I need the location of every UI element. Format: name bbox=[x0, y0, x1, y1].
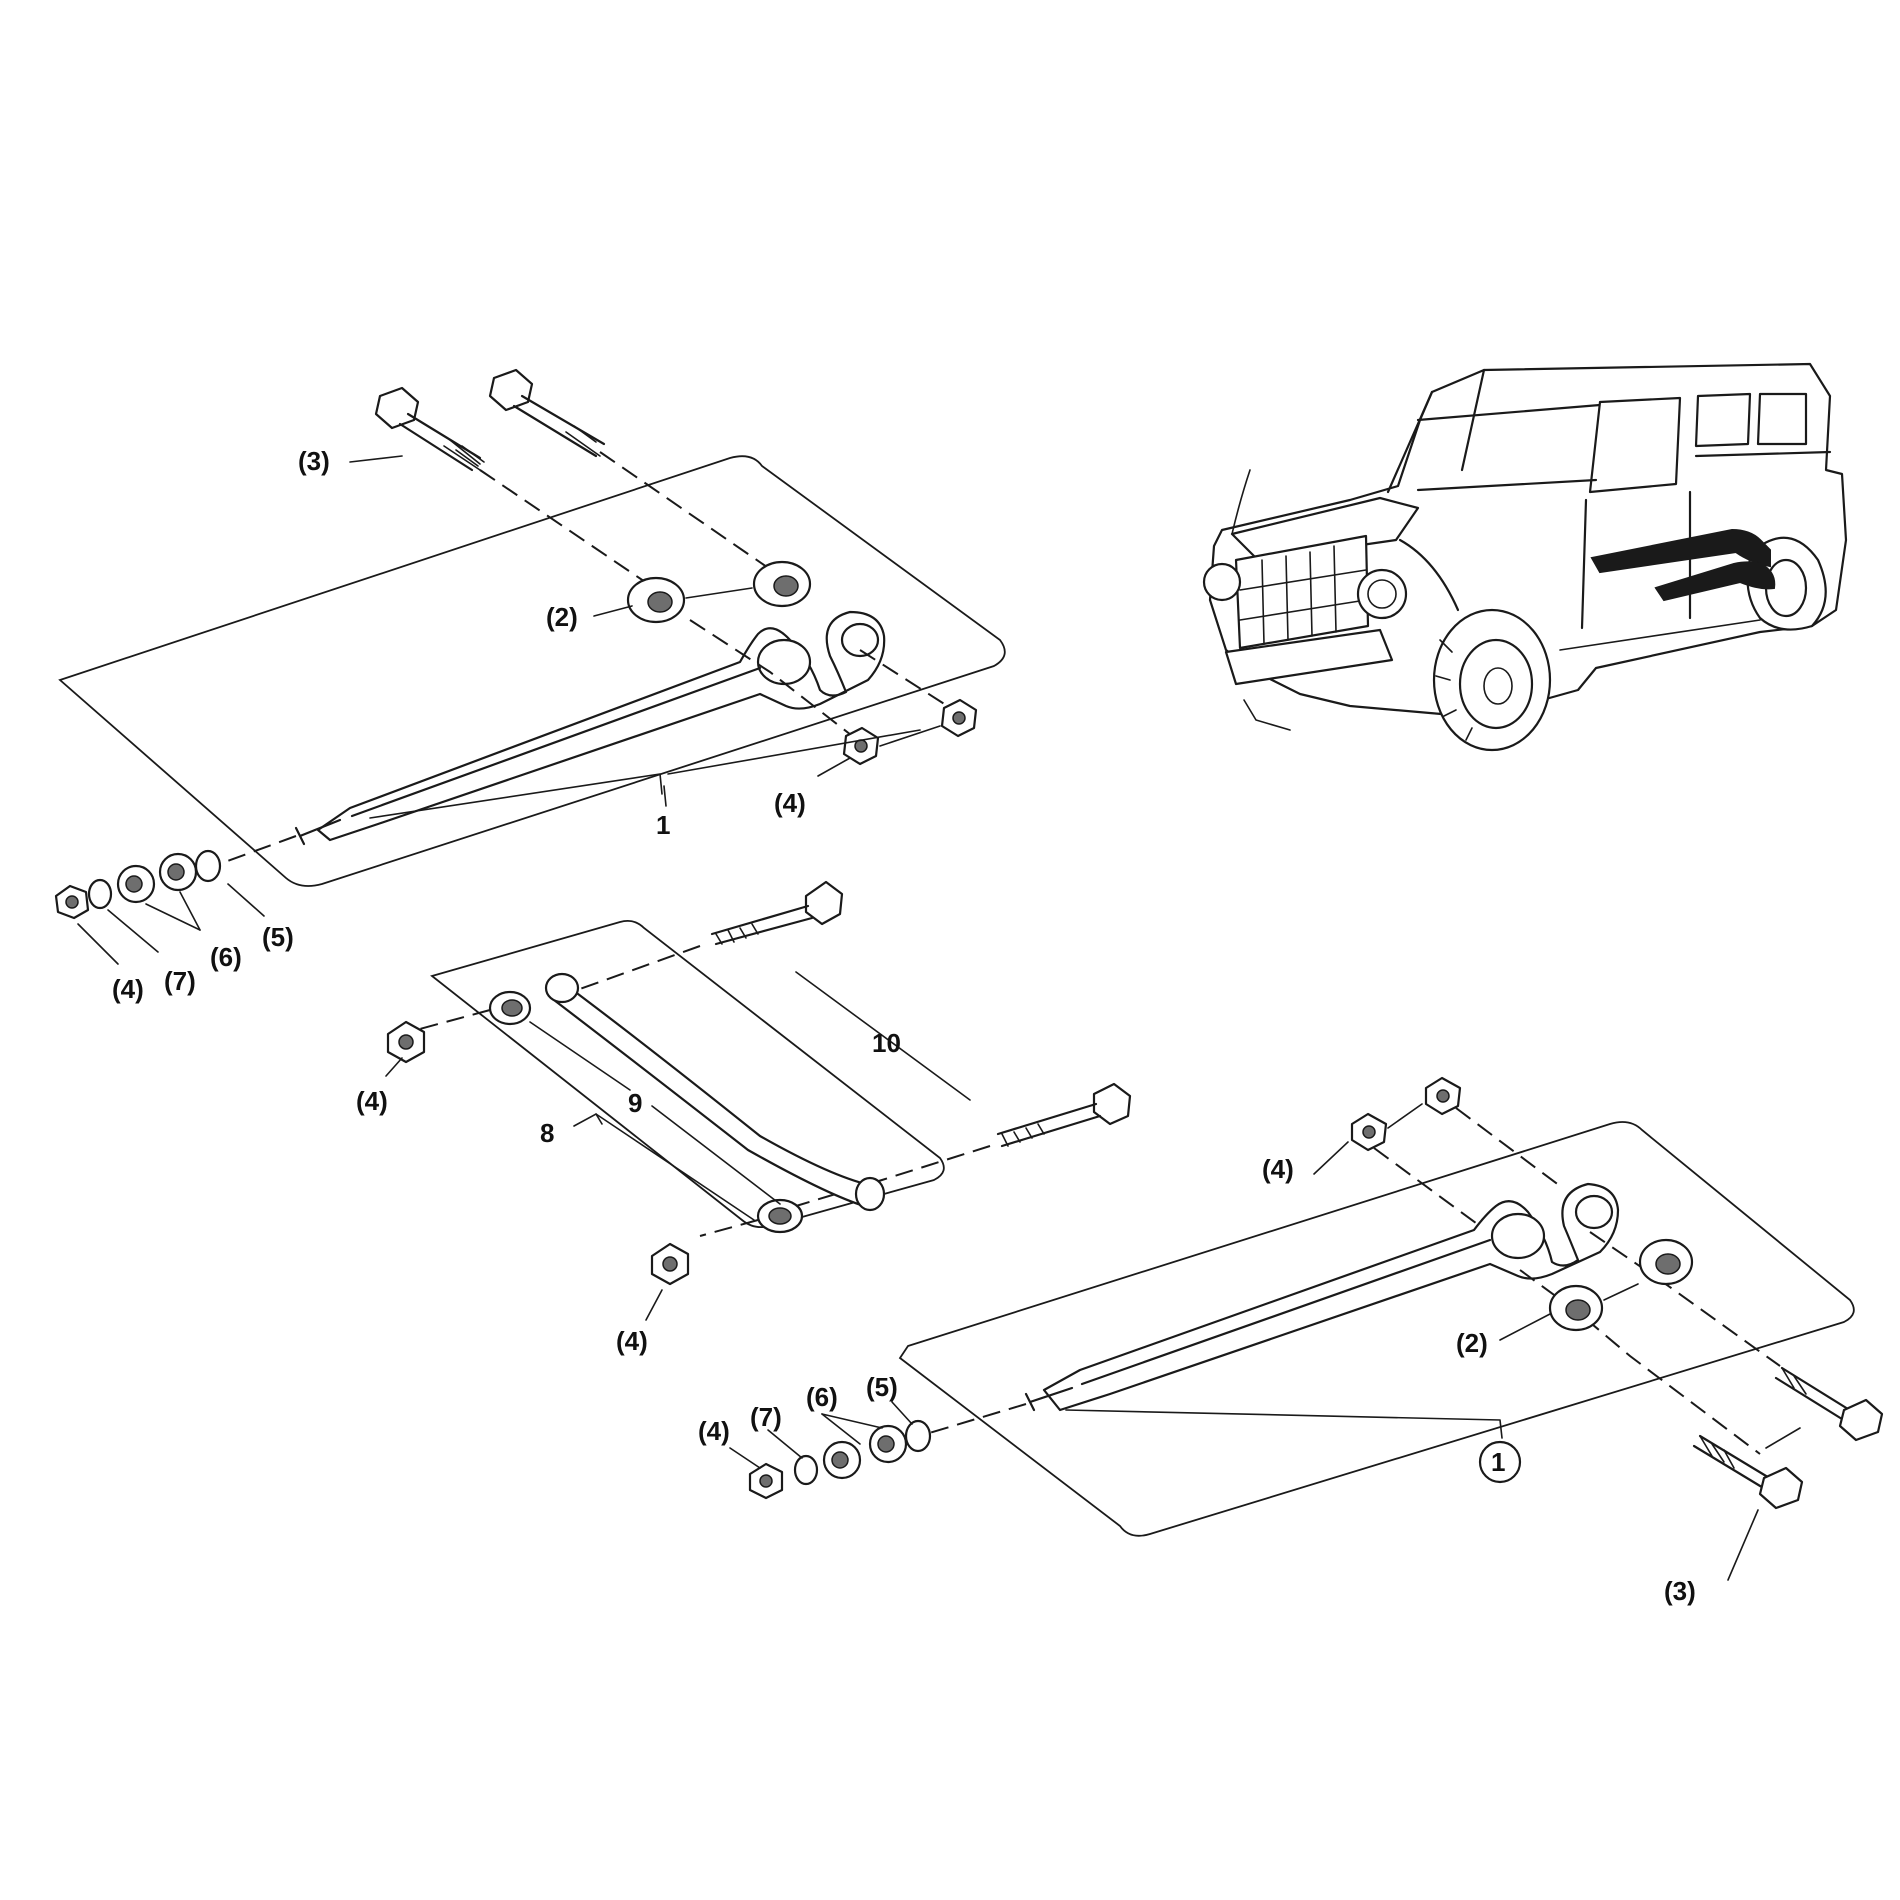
lower-bushing-1 bbox=[1548, 1284, 1604, 1332]
lower-rubber-6-b bbox=[822, 1440, 862, 1480]
lower-label-1-circle bbox=[1478, 1440, 1522, 1484]
lower-washer-7 bbox=[793, 1454, 819, 1486]
panhard-rod-group: 10 9 8 (4) (4) bbox=[356, 880, 1132, 1356]
vehicle-highlight-arm-2 bbox=[1654, 561, 1776, 602]
panhard-bolt-top bbox=[710, 880, 844, 946]
upper-label-6: (6) bbox=[210, 942, 242, 972]
lower-nut-front bbox=[748, 1462, 784, 1500]
vehicle-illustration bbox=[1202, 362, 1848, 752]
lower-nut-top-1 bbox=[1350, 1112, 1388, 1152]
upper-bushing-1 bbox=[626, 576, 686, 624]
panhard-label-8: 8 bbox=[540, 1118, 554, 1148]
upper-bushing-2 bbox=[752, 560, 812, 608]
upper-rubber-6-a bbox=[158, 852, 198, 892]
lower-bushing-2 bbox=[1638, 1238, 1694, 1286]
panhard-label-4-top: (4) bbox=[356, 1086, 388, 1116]
lower-label-4-top: (4) bbox=[1262, 1154, 1294, 1184]
lower-trailing-arm bbox=[1024, 1182, 1620, 1412]
lower-label-6: (6) bbox=[806, 1382, 838, 1412]
lower-label-2: (2) bbox=[1456, 1328, 1488, 1358]
upper-rubber-6-b bbox=[116, 864, 156, 904]
lower-trailing-arm-group: (4) (2) (3) 1 (5) (6) (7) (4) bbox=[698, 1076, 1884, 1606]
lower-arm-panel bbox=[898, 1121, 1855, 1537]
upper-bolt-1 bbox=[374, 386, 487, 475]
upper-label-2: (2) bbox=[546, 602, 578, 632]
upper-nut-right-1 bbox=[842, 726, 880, 766]
panhard-nut-top bbox=[386, 1020, 426, 1064]
lower-label-5: (5) bbox=[866, 1372, 898, 1402]
lower-bolt-1 bbox=[1692, 1434, 1804, 1510]
upper-label-4-right: (4) bbox=[774, 788, 806, 818]
panhard-rod bbox=[544, 972, 886, 1212]
upper-bolt-2 bbox=[488, 368, 606, 458]
panhard-label-10: 10 bbox=[872, 1028, 901, 1058]
upper-trailing-arm-group: (3) (2) 1 (4) (5) (6) (7) (4) bbox=[54, 368, 1006, 1004]
upper-nut-front bbox=[54, 884, 90, 920]
panhard-label-9: 9 bbox=[628, 1088, 642, 1118]
lower-bolt-2 bbox=[1774, 1366, 1884, 1442]
upper-label-5: (5) bbox=[262, 922, 294, 952]
upper-washer-5 bbox=[194, 849, 222, 883]
lower-rubber-6-a bbox=[868, 1424, 908, 1464]
upper-label-4-front: (4) bbox=[112, 974, 144, 1004]
vehicle-highlight-arm-1 bbox=[1590, 528, 1771, 574]
panhard-bushing-bottom bbox=[756, 1198, 804, 1234]
lower-label-7: (7) bbox=[750, 1402, 782, 1432]
upper-nut-right-2 bbox=[940, 698, 978, 738]
lower-label-4-front: (4) bbox=[698, 1416, 730, 1446]
panhard-nut-bottom bbox=[650, 1242, 690, 1286]
upper-label-1: 1 bbox=[656, 810, 670, 840]
lower-label-3: (3) bbox=[1664, 1576, 1696, 1606]
lower-nut-top-2 bbox=[1424, 1076, 1462, 1116]
panhard-bolt-bottom bbox=[996, 1082, 1132, 1148]
panhard-label-4-bottom: (4) bbox=[616, 1326, 648, 1356]
lower-label-1: 1 bbox=[1491, 1447, 1505, 1477]
upper-washer-7 bbox=[87, 878, 113, 910]
upper-label-3: (3) bbox=[298, 446, 330, 476]
lower-washer-5 bbox=[904, 1419, 932, 1453]
panhard-bushing-top bbox=[488, 990, 532, 1026]
upper-label-7: (7) bbox=[164, 966, 196, 996]
